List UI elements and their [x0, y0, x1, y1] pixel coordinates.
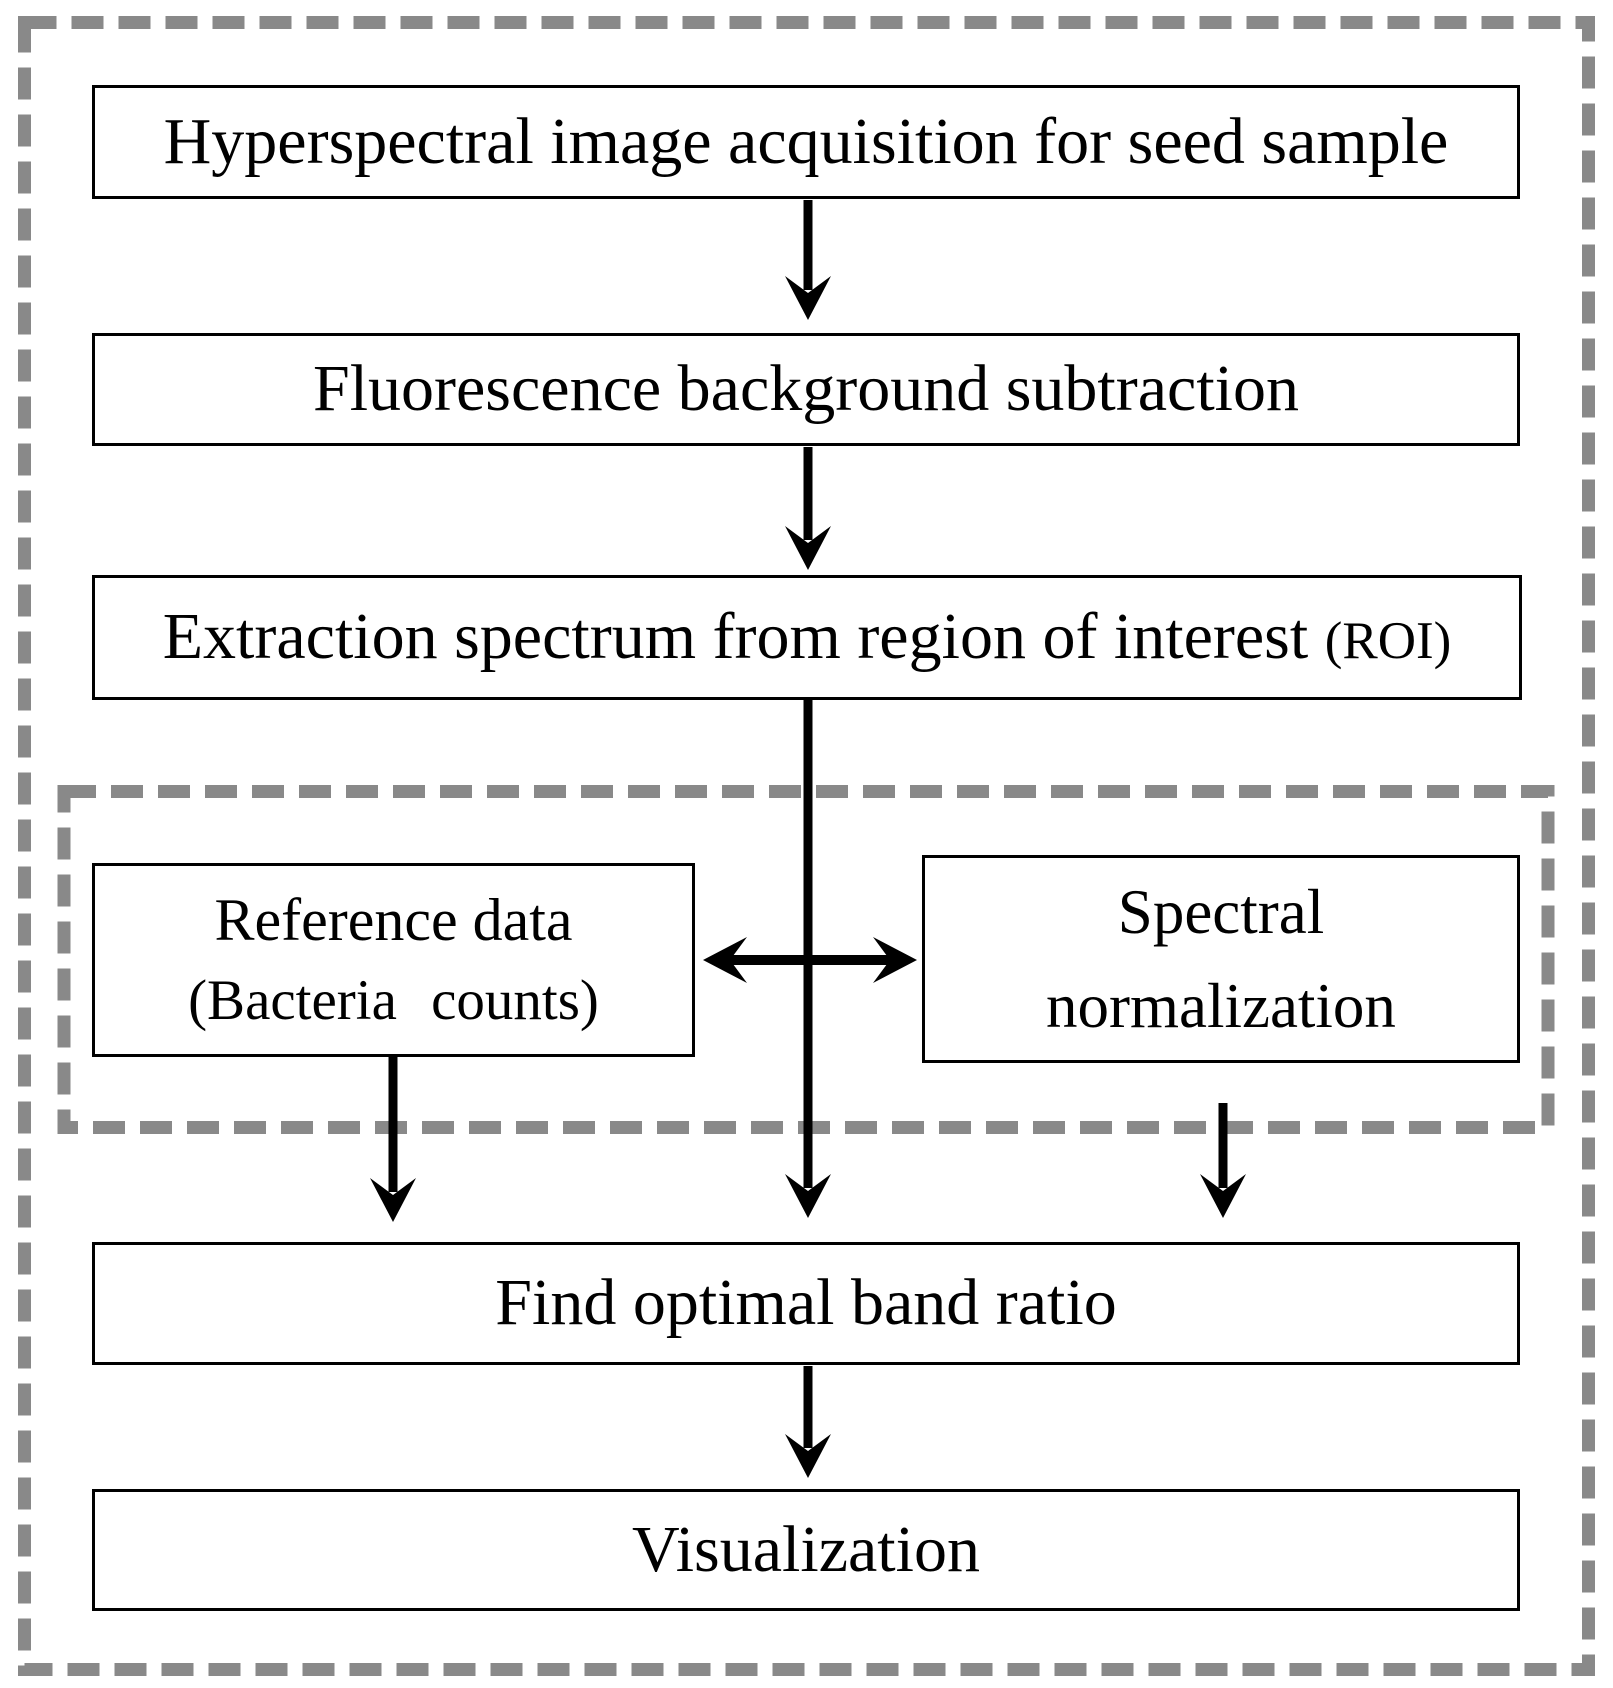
node-spectral-normalization: Spectral normalization [922, 855, 1520, 1063]
node-spectral-normalization-line2: normalization [1046, 971, 1396, 1041]
node-background-subtraction: Fluorescence background subtraction [92, 333, 1520, 446]
arrow-extraction-to-bandratio [785, 700, 831, 1218]
node-visualization-label: Visualization [632, 1512, 980, 1586]
node-acquisition-label: Hyperspectral image acquisition for seed… [163, 104, 1449, 178]
node-spectral-normalization-line1: Spectral [1117, 876, 1325, 947]
arrow-normalization-to-bandratio [1200, 1103, 1246, 1218]
arrow-background-to-extraction [785, 447, 831, 570]
node-reference-data-label: Reference data [214, 887, 573, 954]
node-extraction-suffix: (ROI) [1324, 612, 1452, 671]
node-reference-data: Reference data (Bacteria counts) [92, 863, 695, 1057]
outer-dashed-frame [18, 16, 1595, 1676]
node-find-optimal-band-ratio-label: Find optimal band ratio [495, 1266, 1117, 1340]
node-visualization: Visualization [92, 1489, 1520, 1611]
double-arrow-reference-normalization [703, 937, 917, 983]
node-acquisition: Hyperspectral image acquisition for seed… [92, 85, 1520, 199]
node-find-optimal-band-ratio: Find optimal band ratio [92, 1242, 1520, 1365]
node-background-subtraction-label: Fluorescence background subtraction [312, 352, 1299, 426]
arrow-reference-to-bandratio [370, 1057, 416, 1222]
arrow-bandratio-to-visualization [785, 1366, 831, 1478]
node-reference-data-sublabel: (Bacteria counts) [188, 969, 599, 1033]
arrow-acquisition-to-background [785, 200, 831, 320]
node-extraction-label: Extraction spectrum from region of inter… [162, 600, 1452, 674]
node-extraction: Extraction spectrum from region of inter… [92, 575, 1522, 700]
